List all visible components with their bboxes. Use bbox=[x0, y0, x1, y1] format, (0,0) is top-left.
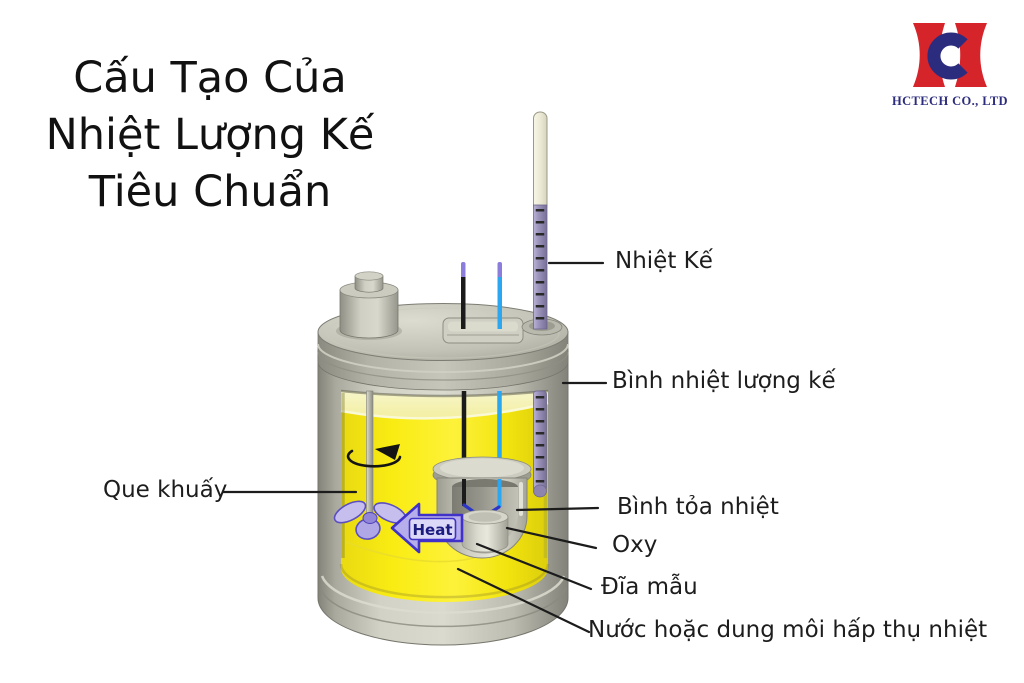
wire-tip-left bbox=[461, 262, 466, 279]
logo-text: HCTECH CO., LTD bbox=[892, 94, 1008, 108]
rotation-arrow bbox=[346, 449, 402, 468]
title-line-2: Nhiệt Lượng Kế bbox=[45, 110, 375, 161]
ignition-wires-inner bbox=[461, 391, 502, 463]
label-thermometer: Nhiệt Kế bbox=[615, 248, 713, 274]
label-calorimeter-vessel: Bình nhiệt lượng kế bbox=[612, 368, 836, 394]
label-stirrer: Que khuấy bbox=[103, 477, 228, 503]
line-bomb-vessel bbox=[515, 506, 600, 512]
black-wire bbox=[461, 277, 466, 329]
sample-cup bbox=[461, 509, 509, 553]
label-sample-dish: Đĩa mẫu bbox=[601, 574, 698, 600]
stirrer bbox=[333, 390, 407, 540]
logo-c bbox=[927, 32, 968, 80]
blue-wire bbox=[497, 277, 502, 329]
logo-mark bbox=[913, 23, 987, 87]
stirrer-propeller bbox=[333, 500, 407, 540]
line-oxygen bbox=[505, 526, 598, 550]
title-line-1: Cấu Tạo Của bbox=[73, 53, 347, 103]
heat-arrow bbox=[390, 502, 464, 554]
bomb-vessel bbox=[432, 456, 532, 559]
lid-knob bbox=[336, 271, 402, 340]
heat-arrow-label: Heat bbox=[412, 521, 453, 539]
wire-tip-right bbox=[497, 262, 502, 279]
line-sample-dish bbox=[475, 542, 593, 591]
line-water bbox=[456, 567, 591, 634]
label-oxygen: Oxy bbox=[612, 532, 658, 558]
company-logo: HCTECH CO., LTD bbox=[891, 22, 1009, 109]
thermometer bbox=[533, 111, 548, 330]
electrode-plate bbox=[442, 317, 524, 344]
title-line-3: Tiêu Chuẩn bbox=[88, 167, 332, 218]
callout-lines bbox=[221, 261, 608, 634]
page-title: Cấu Tạo Của Nhiệt Lượng Kế Tiêu Chuẩn bbox=[20, 50, 400, 222]
label-water: Nước hoặc dung môi hấp thụ nhiệt bbox=[588, 617, 988, 643]
label-bomb-vessel: Bình tỏa nhiệt bbox=[617, 494, 779, 520]
thermometer-inner bbox=[533, 390, 547, 498]
electrode-wires bbox=[461, 262, 502, 329]
rotation-arrowhead bbox=[375, 444, 400, 460]
